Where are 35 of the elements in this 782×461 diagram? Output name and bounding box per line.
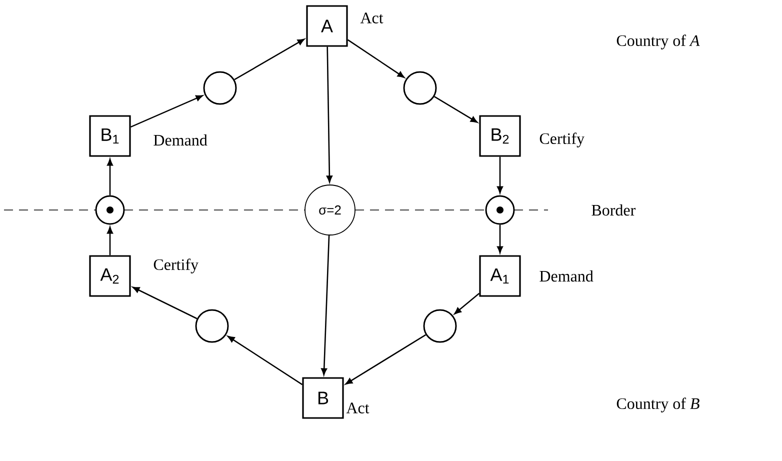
place-circle — [203, 71, 237, 105]
token-place-circle — [95, 195, 125, 225]
arrow — [130, 95, 203, 128]
arrow — [321, 235, 330, 376]
arrow — [132, 286, 198, 320]
arrow — [497, 156, 503, 194]
transition-box: B$_{1}$ — [89, 115, 131, 157]
arrow — [347, 39, 405, 78]
transition-label: Act — [346, 402, 370, 414]
place-circle — [423, 309, 457, 343]
arrow — [497, 224, 503, 254]
place-circle — [195, 309, 229, 343]
arrow — [345, 334, 426, 384]
transition-label: Certify — [154, 258, 198, 274]
transition-label: Demand — [154, 134, 208, 146]
arrow — [107, 158, 113, 196]
transition-label: Certify — [540, 132, 584, 148]
transition-box: B — [302, 377, 344, 419]
place-circle — [403, 71, 437, 105]
arrow — [234, 38, 305, 80]
arrow — [228, 336, 303, 386]
arrow — [434, 96, 478, 123]
arrow — [454, 292, 480, 314]
transition-box: A — [306, 5, 348, 47]
arrow — [107, 226, 113, 256]
arrow — [326, 46, 332, 183]
transition-label: Act — [360, 12, 384, 24]
transition-box: B$_{2}$ — [479, 115, 521, 157]
region-label: Country of A — [616, 34, 700, 50]
region-label: Country of B — [616, 398, 700, 412]
transition-label: Demand — [540, 270, 594, 282]
region-label: Border — [592, 204, 636, 216]
token-place-circle — [485, 195, 515, 225]
transition-box: A$_{2}$ — [89, 255, 131, 297]
transition-box: A$_{1}$ — [479, 255, 521, 297]
